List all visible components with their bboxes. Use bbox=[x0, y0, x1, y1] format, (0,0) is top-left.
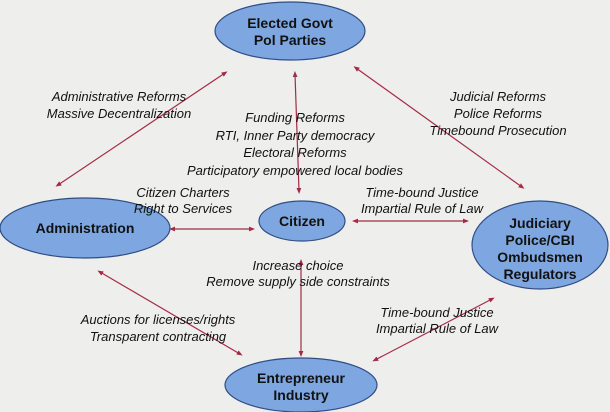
label-citizen-judiciary: Time-bound Justice Impartial Rule of Law bbox=[361, 185, 485, 216]
node-label: Industry bbox=[273, 387, 328, 403]
node-elected-govt: Elected Govt Pol Parties bbox=[214, 1, 366, 61]
label-admin-entrepreneur: Auctions for licenses/rights Transparent… bbox=[80, 312, 236, 344]
node-judiciary: Judiciary Police/CBI Ombudsmen Regulator… bbox=[471, 200, 609, 290]
node-label: Pol Parties bbox=[254, 32, 327, 48]
node-administration: Administration bbox=[0, 197, 171, 259]
arrow-admin-entrepreneur bbox=[97, 270, 243, 356]
node-entrepreneur: Entrepreneur Industry bbox=[224, 357, 378, 412]
edge-label: Time-bound Justice bbox=[380, 305, 493, 320]
edge-label: Judicial Reforms bbox=[449, 89, 547, 104]
edge-label: Increase choice bbox=[252, 258, 343, 273]
edge-label: Timebound Prosecution bbox=[429, 123, 566, 138]
label-govt-citizen: Funding Reforms RTI, Inner Party democra… bbox=[187, 110, 404, 178]
node-label: Elected Govt bbox=[247, 15, 333, 31]
arrow-govt-admin bbox=[55, 71, 228, 187]
arrow-judiciary-entrepreneur bbox=[372, 297, 495, 362]
arrow-govt-citizen bbox=[292, 71, 302, 194]
label-citizen-entrepreneur: Increase choice Remove supply side const… bbox=[206, 258, 390, 289]
label-judiciary-entrepreneur: Time-bound Justice Impartial Rule of Law bbox=[376, 305, 500, 336]
node-label: Ombudsmen bbox=[497, 249, 583, 265]
edge-label: Impartial Rule of Law bbox=[361, 201, 485, 216]
edge-label: RTI, Inner Party democracy bbox=[216, 128, 376, 143]
edge-label: Electoral Reforms bbox=[243, 145, 347, 160]
edge-label: Administrative Reforms bbox=[51, 89, 187, 104]
edge-label: Police Reforms bbox=[454, 106, 543, 121]
label-govt-admin: Administrative Reforms Massive Decentral… bbox=[47, 89, 192, 121]
label-admin-citizen: Citizen Charters Right to Services bbox=[134, 185, 233, 216]
node-label: Administration bbox=[36, 220, 135, 236]
edge-label: Time-bound Justice bbox=[365, 185, 478, 200]
node-label: Police/CBI bbox=[505, 232, 574, 248]
edge-label: Funding Reforms bbox=[245, 110, 345, 125]
node-label: Regulators bbox=[503, 266, 576, 282]
edge-label: Remove supply side constraints bbox=[206, 274, 390, 289]
node-label: Judiciary bbox=[509, 215, 571, 231]
edge-label: Participatory empowered local bodies bbox=[187, 163, 404, 178]
node-citizen: Citizen bbox=[258, 200, 346, 242]
node-label: Citizen bbox=[279, 213, 325, 229]
node-label: Entrepreneur bbox=[257, 370, 345, 386]
edge-label: Right to Services bbox=[134, 201, 233, 216]
edge-label: Massive Decentralization bbox=[47, 106, 192, 121]
edge-label: Auctions for licenses/rights bbox=[80, 312, 236, 327]
label-govt-judiciary: Judicial Reforms Police Reforms Timeboun… bbox=[429, 89, 566, 138]
edge-label: Citizen Charters bbox=[136, 185, 230, 200]
arrow-govt-judiciary bbox=[353, 66, 525, 189]
edge-label: Impartial Rule of Law bbox=[376, 321, 500, 336]
edge-label: Transparent contracting bbox=[90, 329, 227, 344]
